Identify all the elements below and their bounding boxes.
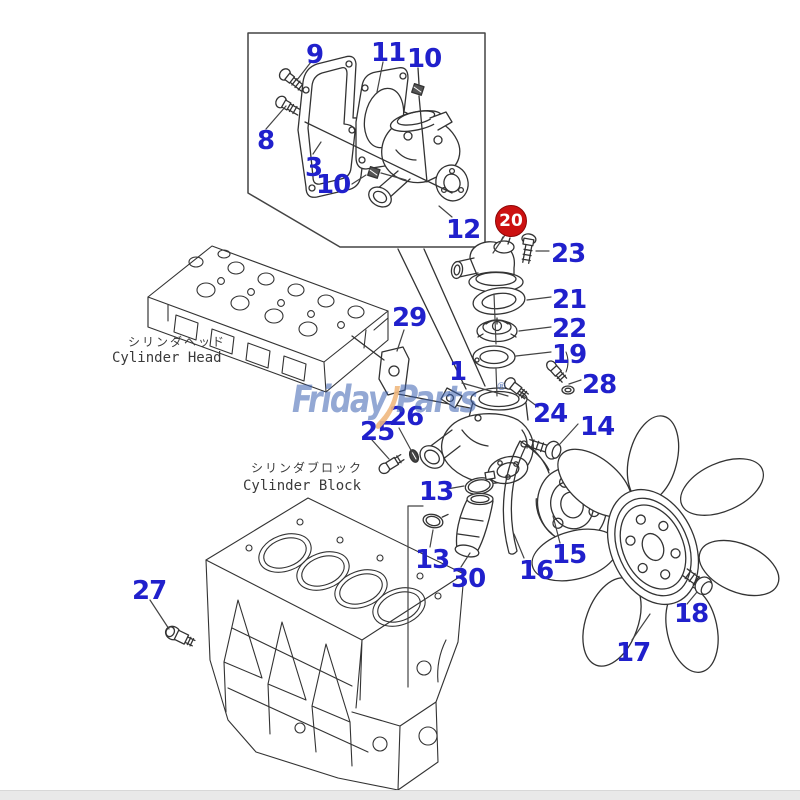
part-label-24: 24 — [533, 399, 568, 429]
bolt-9-drawing — [278, 68, 306, 92]
part-label-9: 9 — [306, 40, 324, 70]
part-label-3: 3 — [305, 153, 323, 183]
bracket-29-drawing — [351, 335, 471, 409]
part-label-23: 23 — [551, 239, 586, 269]
part-label-8: 8 — [257, 126, 275, 156]
part-label-1: 1 — [449, 357, 467, 387]
bolt-8-drawing — [275, 95, 302, 116]
cylinder-head-caption-jp: シリンダヘッド — [128, 335, 227, 349]
inset-box — [247, 32, 486, 248]
plug-27-drawing — [164, 625, 196, 647]
bolt-18-drawing — [681, 568, 713, 596]
cylinder-block-caption-en: Cylinder Block — [243, 478, 362, 494]
part-label-16: 16 — [519, 556, 554, 586]
thermostat-22-drawing — [476, 317, 518, 343]
part-label-25: 25 — [360, 417, 395, 447]
nut-10-mid-drawing — [367, 166, 381, 179]
sensor-24-drawing — [503, 377, 529, 400]
part-label-17: 17 — [616, 638, 651, 668]
cylinder-head-drawing — [147, 245, 389, 393]
part-label-19: 19 — [552, 340, 587, 370]
gasket-21-drawing — [472, 287, 526, 315]
hose-30-drawing — [454, 492, 494, 558]
fan-17-drawing — [531, 415, 780, 674]
part-label-15: 15 — [552, 540, 587, 570]
bolt-14-drawing — [526, 438, 562, 460]
cylinder-block-drawing — [205, 497, 465, 791]
pump-12-drawing — [368, 110, 469, 208]
bottom-bar — [0, 790, 800, 800]
part-label-13-lower: 13 — [415, 545, 450, 575]
part-label-21: 21 — [552, 285, 587, 315]
sensor-25-drawing — [378, 453, 405, 475]
axis-lines — [304, 67, 486, 390]
part-label-14: 14 — [580, 412, 615, 442]
cylinder-head-caption-en: Cylinder Head — [112, 350, 222, 366]
plug-28-drawing — [546, 351, 575, 395]
part-label-11: 11 — [371, 38, 406, 68]
thermostat-housing-20-drawing — [450, 236, 524, 293]
oring-26-drawing — [408, 449, 420, 463]
belt-16-drawing — [502, 440, 550, 555]
highlighted-part-badge: 20 — [495, 205, 527, 237]
part-label-29: 29 — [392, 303, 427, 333]
part-label-30: 30 — [451, 564, 486, 594]
leader-lines — [149, 61, 698, 688]
part-label-18: 18 — [674, 599, 709, 629]
seal-19-drawing — [472, 345, 516, 369]
clamp-13-lower-drawing — [422, 513, 449, 529]
part-label-12: 12 — [446, 215, 481, 245]
part-label-10-top: 10 — [407, 44, 442, 74]
nut-10-top-drawing — [411, 83, 425, 96]
part-label-13-upper: 13 — [419, 477, 454, 507]
part-label-28: 28 — [582, 370, 617, 400]
cylinder-block-caption-jp: シリンダブロック — [251, 461, 364, 475]
part-label-22: 22 — [552, 314, 587, 344]
part-label-27: 27 — [132, 576, 167, 606]
bolt-23-drawing — [521, 233, 537, 264]
part-label-10-mid: 10 — [316, 170, 351, 200]
